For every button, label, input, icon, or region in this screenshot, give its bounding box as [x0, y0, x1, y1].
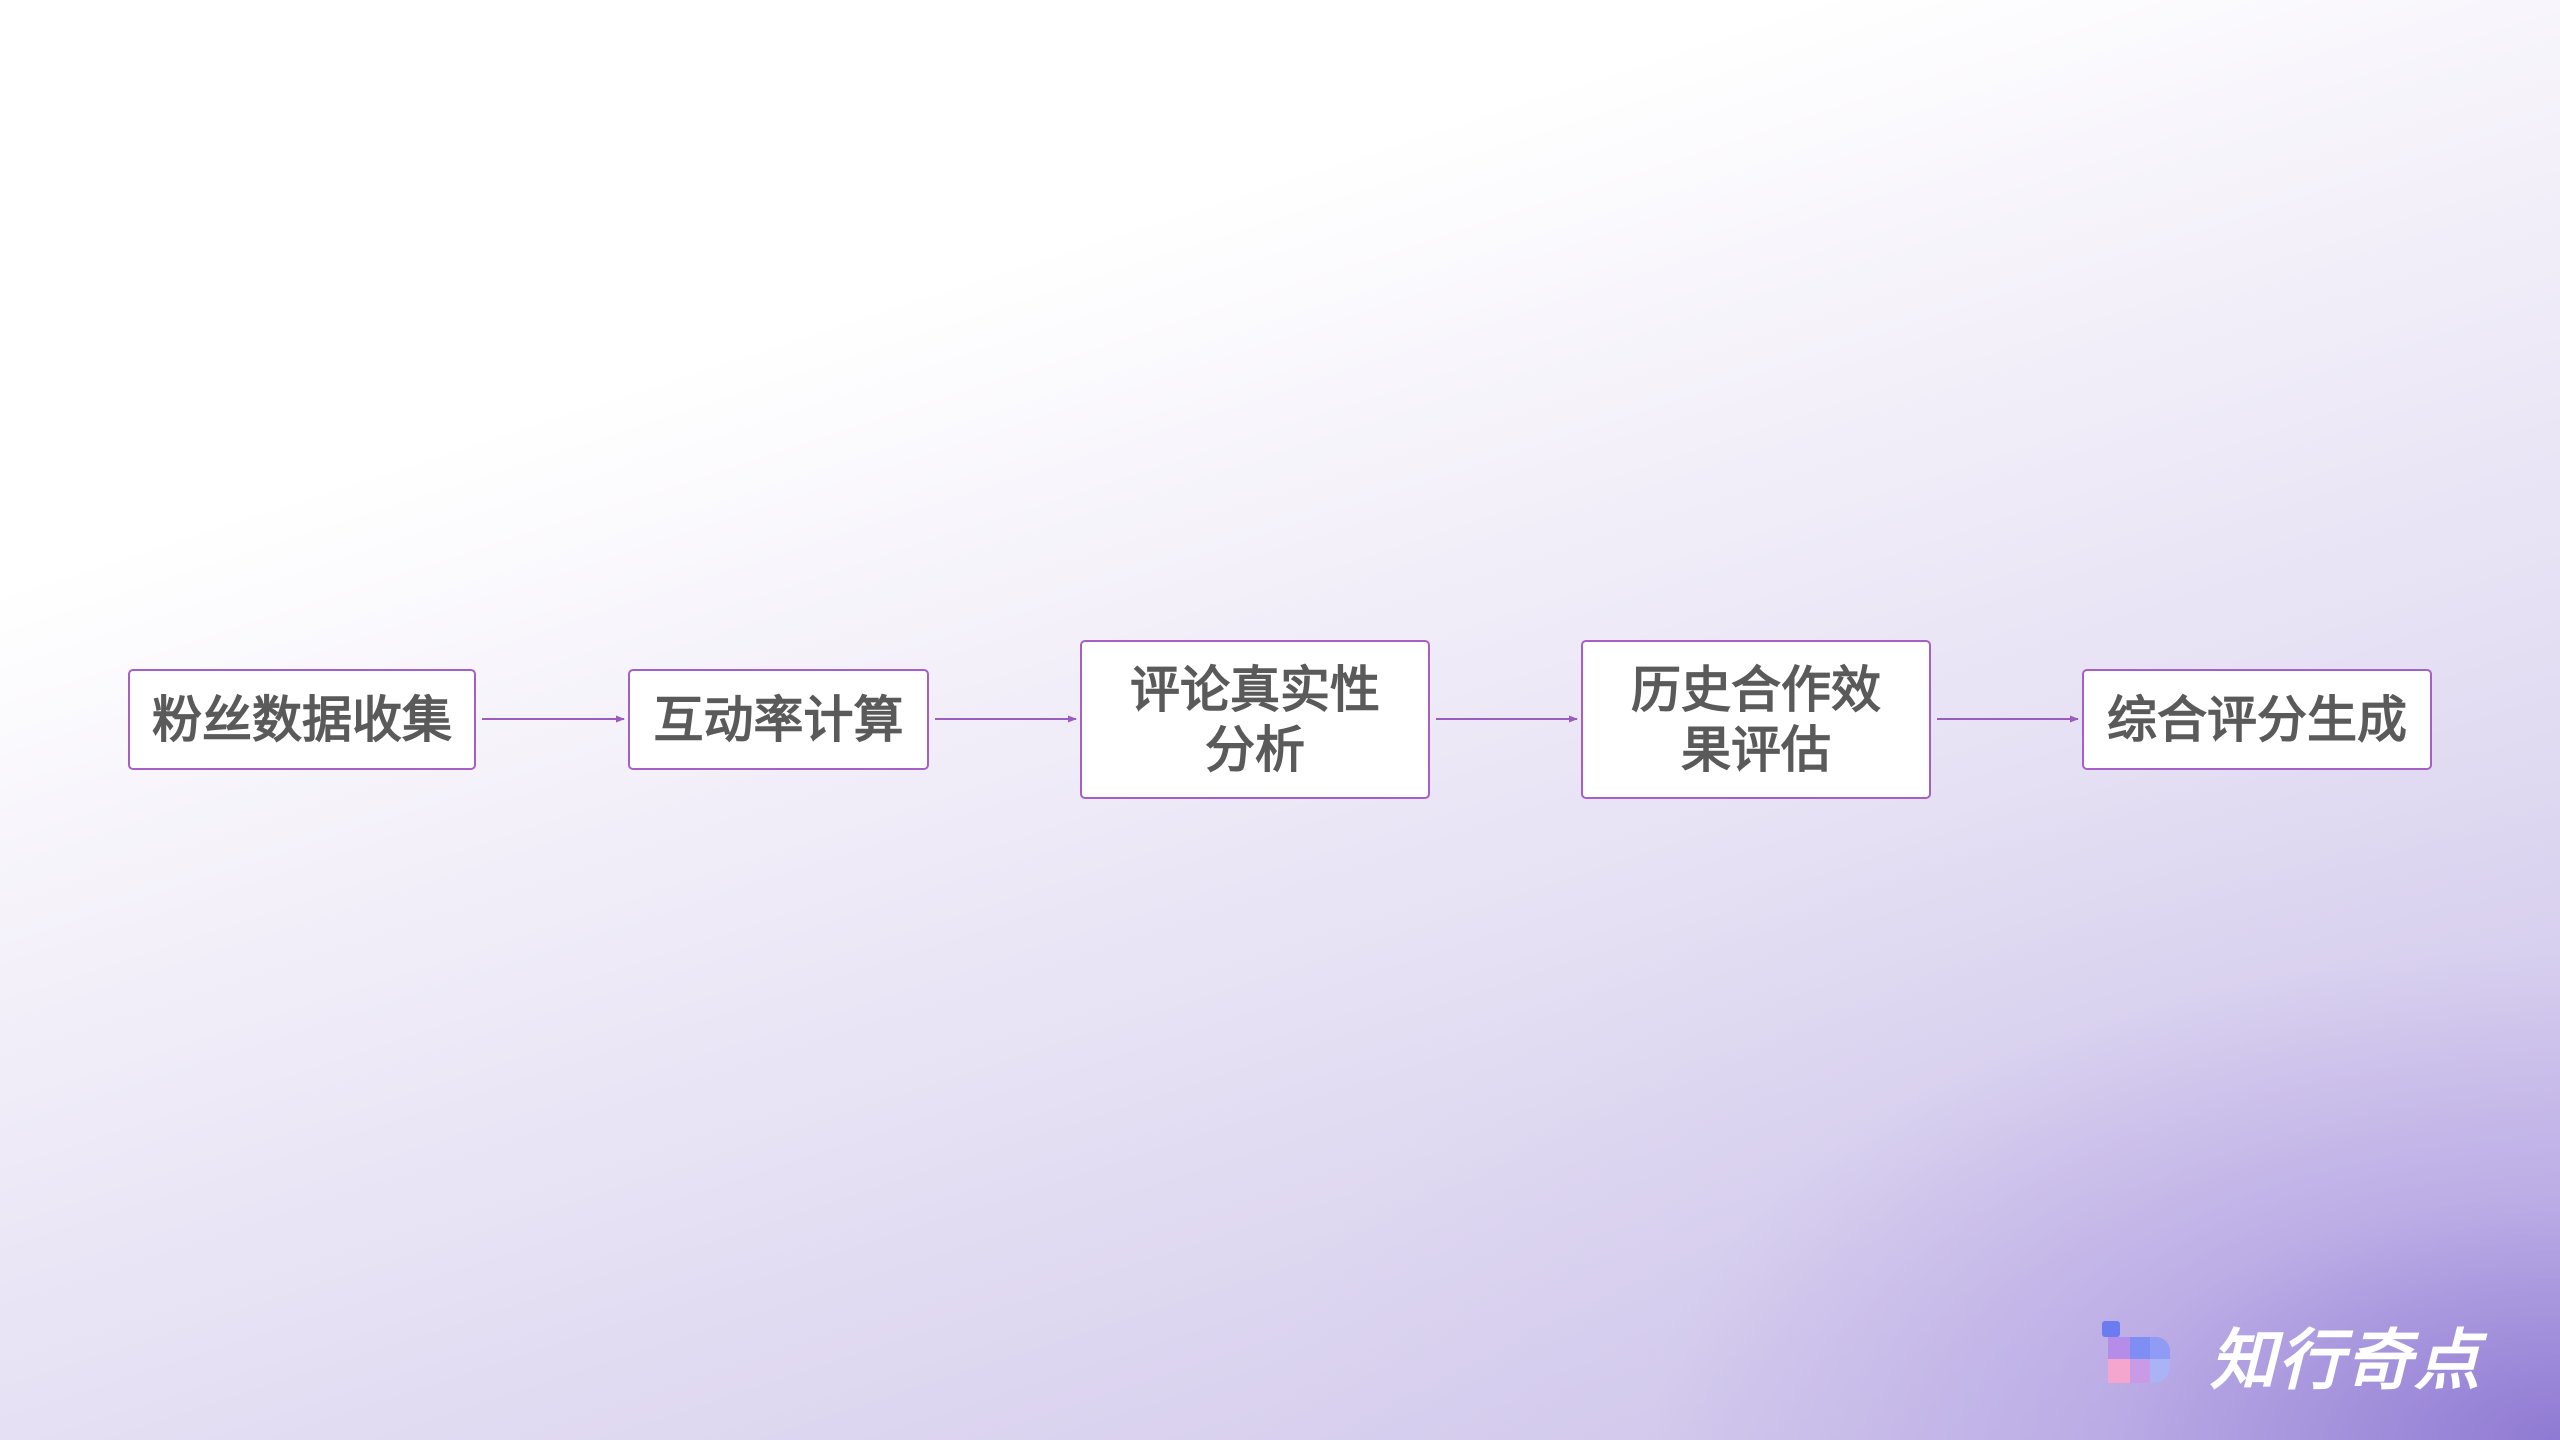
step-label: 综合评分生成 [2107, 690, 2407, 749]
step-label: 历史合作效果评估 [1631, 660, 1881, 779]
step-label: 粉丝数据收集 [152, 690, 452, 749]
brand-logo: 知行奇点 [2100, 1310, 2520, 1400]
step-engagement-rate-calculation: 互动率计算 [628, 669, 929, 770]
step-fan-data-collection: 粉丝数据收集 [128, 669, 476, 770]
step-comment-authenticity-analysis: 评论真实性分析 [1080, 640, 1430, 799]
step-label: 互动率计算 [653, 690, 904, 749]
brand-logo-icon [2100, 1319, 2172, 1391]
step-historical-cooperation-evaluation: 历史合作效果评估 [1581, 640, 1931, 799]
brand-name: 知行奇点 [2210, 1322, 2482, 1399]
step-composite-score-generation: 综合评分生成 [2082, 669, 2432, 770]
step-label: 评论真实性分析 [1130, 660, 1380, 779]
